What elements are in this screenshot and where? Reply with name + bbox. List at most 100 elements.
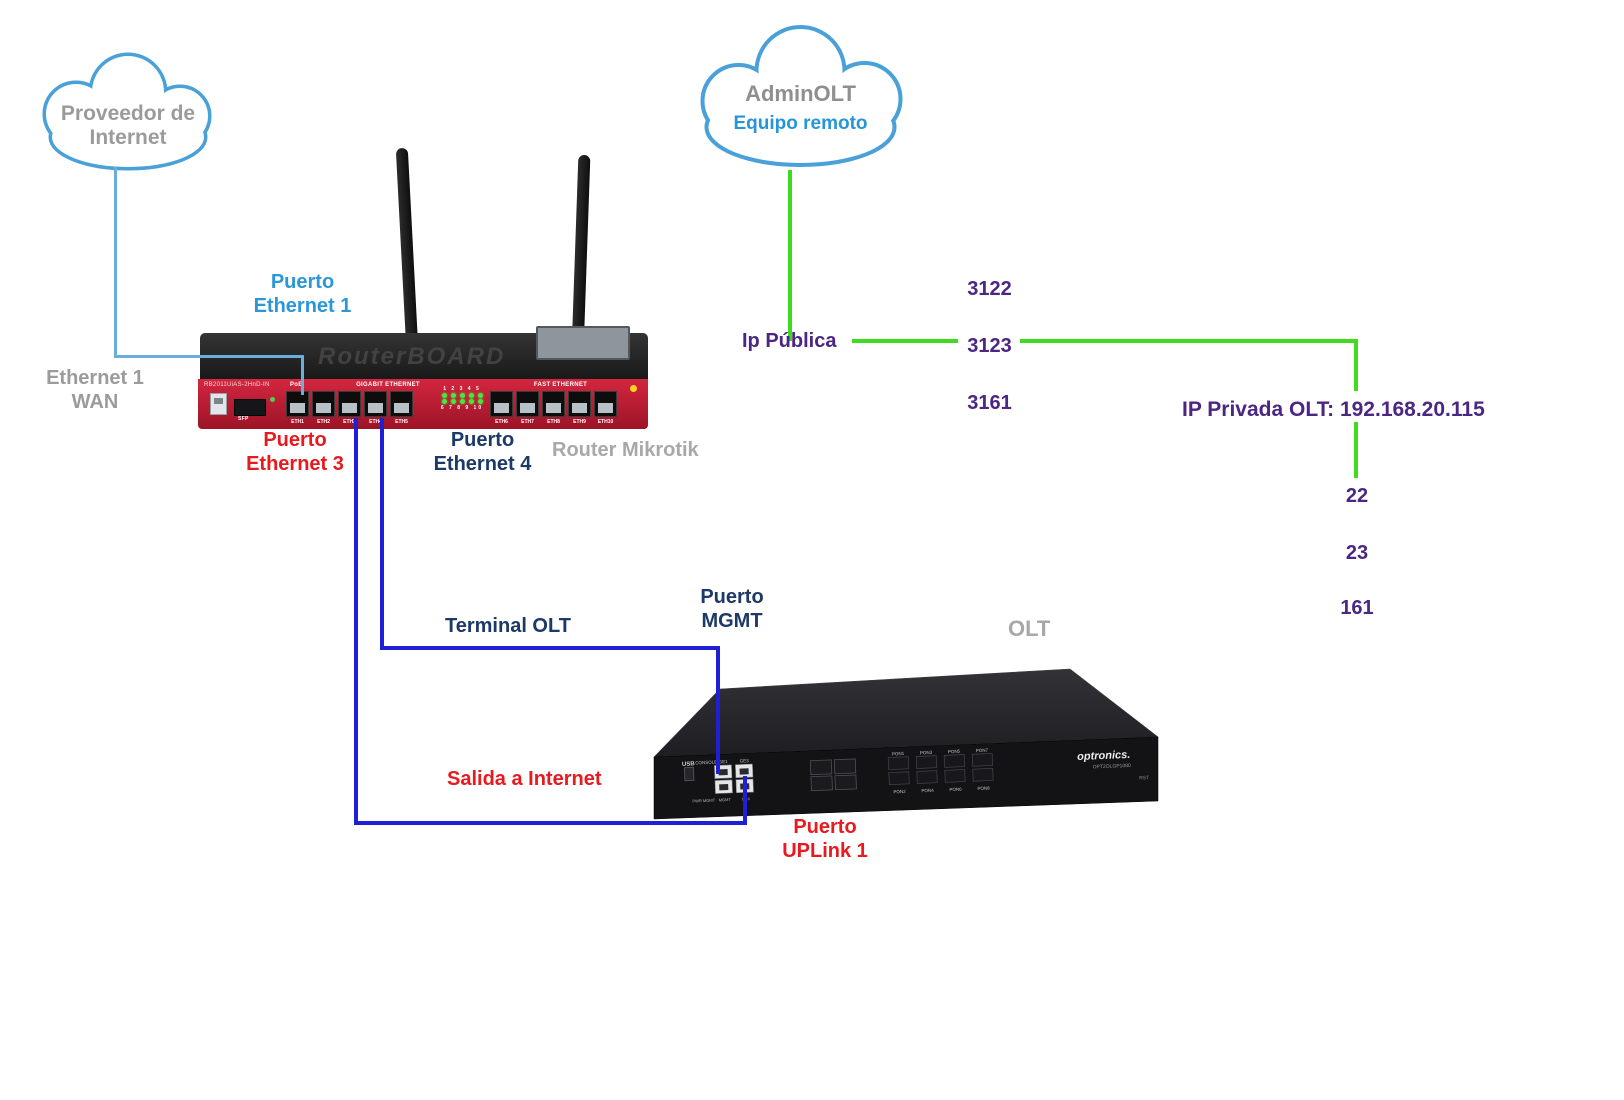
label-port-3161: 3161 xyxy=(967,392,1012,414)
activity-led xyxy=(477,393,483,398)
admin-ip-line-v2 xyxy=(1354,341,1358,391)
eth10-label: ETH10 xyxy=(597,419,614,425)
label-ethernet1-wan: Ethernet 1 WAN xyxy=(30,366,160,415)
olt-pon-slot xyxy=(887,756,910,770)
cloud-shape-icon xyxy=(700,25,903,167)
eth2-port xyxy=(312,391,335,417)
led-numbers-bottom: 6 7 8 9 10 xyxy=(440,405,484,411)
olt-pon7-label: PON7 xyxy=(976,748,989,754)
olt-pon-slot xyxy=(943,754,965,768)
eth7-port xyxy=(516,391,539,417)
olt-pon-slot xyxy=(972,768,994,782)
olt-pon6-label: PON6 xyxy=(949,787,962,793)
router-brand-text: RouterBOARD xyxy=(318,343,506,370)
activity-led xyxy=(450,399,456,404)
label-puerto-uplink1: Puerto UPLink 1 xyxy=(755,815,895,864)
provider-cloud-label-line1: Proveedor de xyxy=(60,102,196,125)
olt-mgmt-label: MGMT xyxy=(719,797,732,803)
router-fast-label: FAST ETHERNET xyxy=(533,382,588,388)
power-led xyxy=(630,385,637,392)
label-puerto-ethernet4-line1: Puerto xyxy=(450,429,515,451)
eth1-label: ETH1 xyxy=(291,419,304,425)
label-port-3123: 3123 xyxy=(967,335,1012,357)
label-puerto-ethernet4: Puerto Ethernet 4 xyxy=(420,428,545,477)
olt-sfp-cage xyxy=(833,758,857,775)
sfp-label: SFP xyxy=(238,416,249,422)
olt-pon-slot xyxy=(915,755,938,769)
label-port-3122: 3122 xyxy=(967,278,1012,300)
label-puerto-uplink1-line1: Puerto xyxy=(793,816,857,838)
olt-pon-slot xyxy=(971,753,993,767)
label-puerto-ethernet3-line2: Ethernet 3 xyxy=(246,453,344,476)
olt-usb-port xyxy=(684,767,695,782)
router-led-grid: 1 2 3 4 5 6 7 8 9 10 xyxy=(438,386,486,426)
label-ethernet1-wan-line2: WAN xyxy=(71,391,119,414)
provider-cloud-label-line2: Internet xyxy=(89,126,167,149)
olt-pon-slot xyxy=(888,771,910,785)
router-front-panel: RB2011UiAS-2HnD-IN PoE GIGABIT ETHERNET … xyxy=(198,379,648,429)
olt-port-pin xyxy=(718,769,728,776)
label-ethernet1-wan-line1: Ethernet 1 xyxy=(46,367,144,389)
eth5-port xyxy=(390,391,413,417)
admin-cloud-title: AdminOLT xyxy=(745,81,856,106)
label-salida-internet: Salida a Internet xyxy=(447,768,602,790)
olt-rst-label: RST xyxy=(1139,775,1149,781)
label-terminal-olt: Terminal OLT xyxy=(445,615,571,637)
terminal-olt-line-v1 xyxy=(380,418,384,650)
eth8-label: ETH8 xyxy=(547,419,560,425)
olt-ge3-label: GE3 xyxy=(740,758,750,763)
usb-port xyxy=(210,393,227,415)
olt-brand-text: optronics. xyxy=(1077,749,1131,763)
eth3-label: ETH3 xyxy=(343,419,356,425)
activity-led xyxy=(468,393,474,398)
label-port-23: 23 xyxy=(1345,542,1369,564)
salida-internet-line-v2 xyxy=(743,776,747,825)
cloud-provider: Proveedor de Internet xyxy=(28,42,228,172)
label-puerto-ethernet1-line1: Puerto xyxy=(270,271,335,293)
admin-ip-line-h2 xyxy=(1020,339,1358,343)
activity-led xyxy=(459,399,465,404)
label-olt: OLT xyxy=(1008,616,1051,641)
label-puerto-ethernet3-line1: Puerto xyxy=(263,429,327,451)
olt-console-label: CONSOLE xyxy=(695,759,717,765)
olt-sfp-cage xyxy=(810,775,833,792)
sfp-port xyxy=(234,399,266,416)
olt-pon2-label: PON2 xyxy=(893,789,906,795)
router-display xyxy=(536,326,630,360)
label-ip-publica: Ip Pública xyxy=(742,330,837,352)
eth10-port xyxy=(594,391,617,417)
eth4-label: ETH4 xyxy=(369,419,382,425)
eth9-label: ETH9 xyxy=(573,419,586,425)
salida-internet-line-h xyxy=(354,821,747,825)
activity-led xyxy=(477,399,483,404)
label-router-mikrotik: Router Mikrotik xyxy=(552,439,699,461)
label-port-22: 22 xyxy=(1345,485,1369,507)
label-ip-privada-olt: IP Privada OLT: 192.168.20.115 xyxy=(1182,398,1485,421)
cloud-shape-icon xyxy=(42,52,212,171)
label-puerto-ethernet1: Puerto Ethernet 1 xyxy=(225,270,380,319)
admin-ip-line-h1 xyxy=(852,339,958,343)
poe-led xyxy=(270,397,275,402)
olt-sfp-cage xyxy=(809,759,833,776)
provider-wan-line-v1 xyxy=(114,167,117,358)
olt-pon-slot xyxy=(916,770,938,784)
eth5-label: ETH5 xyxy=(395,419,408,425)
olt-pon3-label: PON3 xyxy=(920,750,933,756)
terminal-olt-line-h xyxy=(380,646,720,650)
eth8-port xyxy=(542,391,565,417)
router-antenna-right xyxy=(571,154,591,351)
admin-ip-line-v1 xyxy=(788,170,792,341)
provider-wan-line-v2 xyxy=(301,355,304,395)
label-puerto-mgmt: Puerto MGMT xyxy=(672,585,792,634)
provider-wan-line-h xyxy=(114,355,304,358)
cloud-admin-olt: AdminOLT Equipo remoto xyxy=(678,15,923,175)
olt-device: USB CONSOLE GE1 GE3 PWR MGMT MGMT GE4 PO… xyxy=(653,668,1159,820)
terminal-olt-line-v2 xyxy=(716,646,720,774)
label-puerto-mgmt-line1: Puerto xyxy=(700,586,764,608)
olt-port-pin xyxy=(739,768,749,775)
label-puerto-ethernet4-line2: Ethernet 4 xyxy=(433,453,532,476)
olt-pon4-label: PON4 xyxy=(921,788,934,794)
activity-led xyxy=(441,393,447,398)
label-puerto-mgmt-line2: MGMT xyxy=(701,610,763,633)
